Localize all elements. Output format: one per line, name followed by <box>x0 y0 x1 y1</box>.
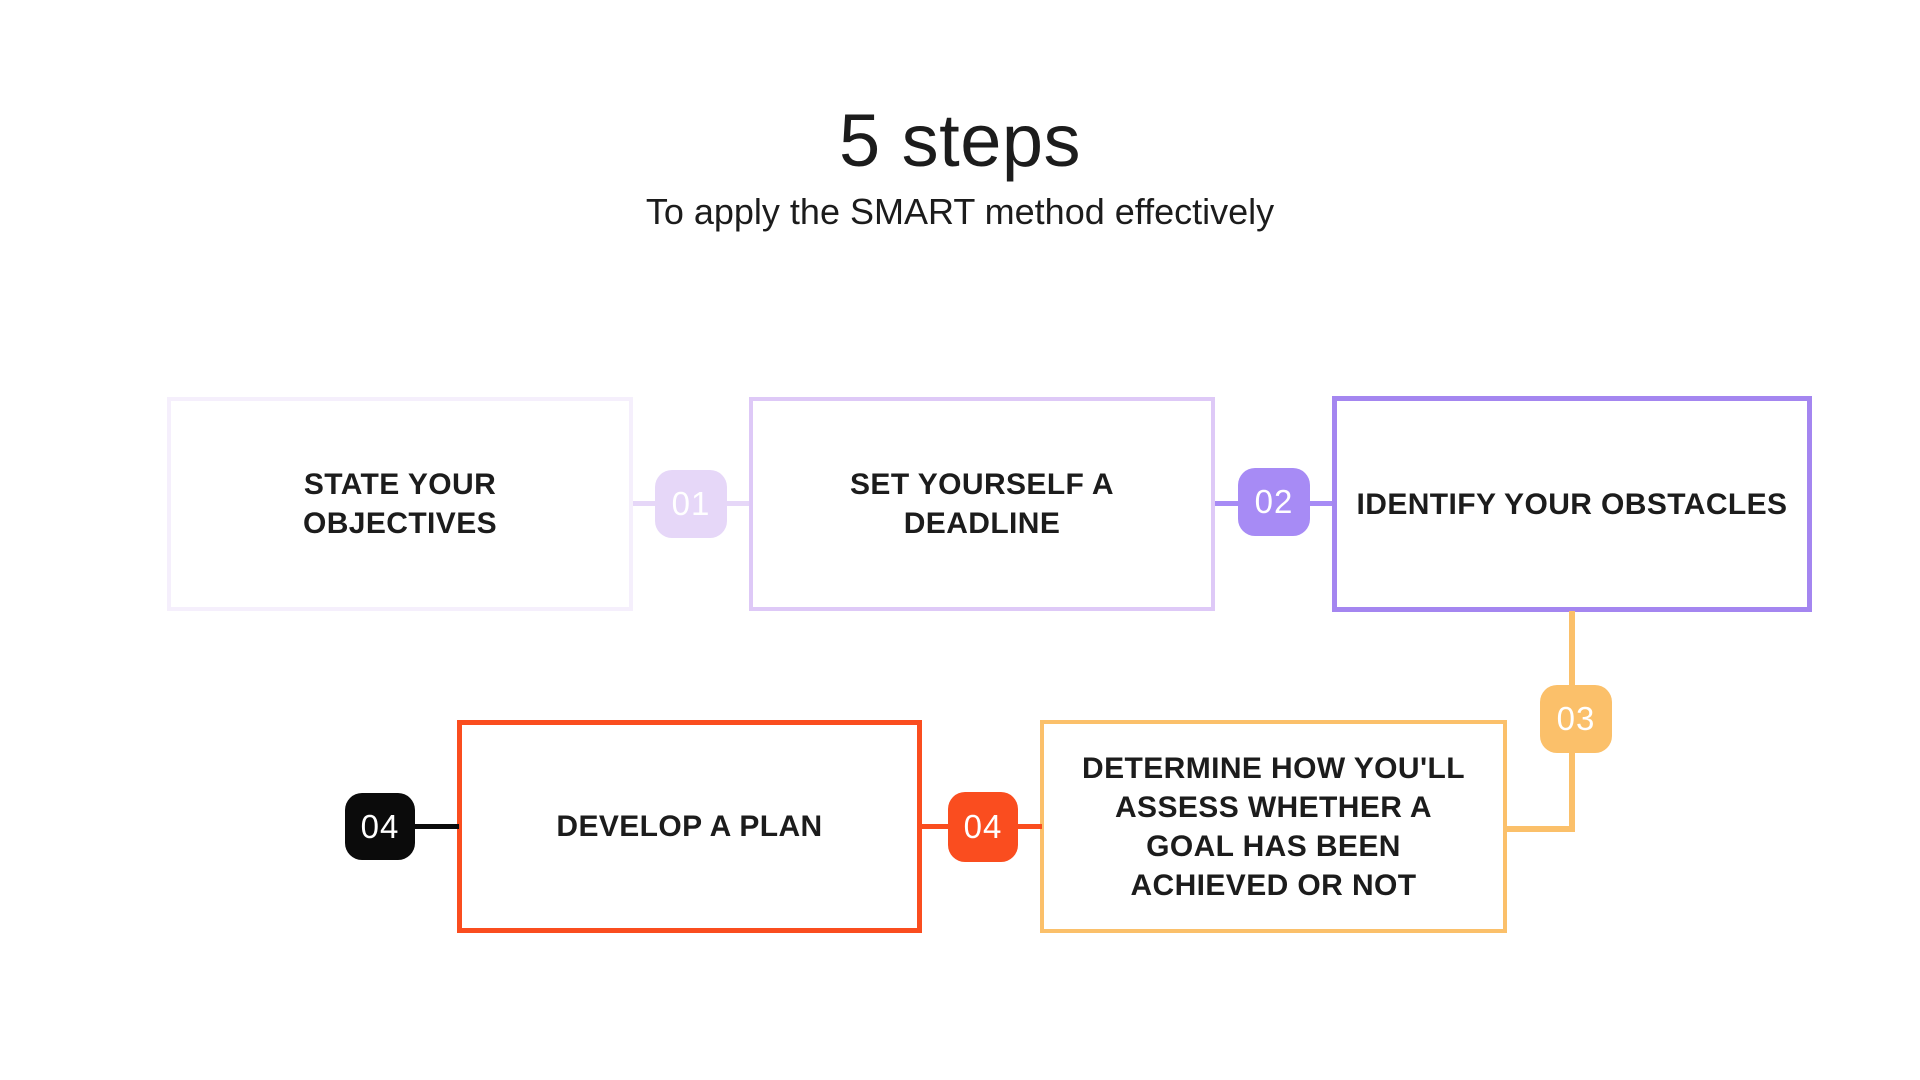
step-box-determine-assessment: DETERMINE HOW YOU'LL ASSESS WHETHER A GO… <box>1040 720 1507 933</box>
step-box-label: STATE YOUR OBJECTIVES <box>302 468 498 540</box>
step-box-label: DETERMINE HOW YOU'LL ASSESS WHETHER A GO… <box>1082 751 1465 902</box>
step-badge-01: 01 <box>655 470 727 538</box>
step-box-label: IDENTIFY YOUR OBSTACLES <box>1356 487 1788 521</box>
step-box-identify-obstacles: IDENTIFY YOUR OBSTACLES <box>1332 396 1812 612</box>
step-box-label: DEVELOP A PLAN <box>556 810 823 843</box>
connector-line-badge-to-determine <box>1015 824 1042 829</box>
step-box-state-objectives: STATE YOUR OBJECTIVES <box>167 397 633 611</box>
connector-line-step3-vertical-bottom <box>1569 751 1575 832</box>
step-badge-03: 03 <box>1540 685 1612 753</box>
step-badge-04-red: 04 <box>948 792 1018 862</box>
connector-line-step3-horizontal <box>1505 826 1575 832</box>
step-badge-04-black: 04 <box>345 793 415 860</box>
page-title: 5 steps <box>838 99 1082 182</box>
connector-line-step3-vertical-top <box>1569 611 1575 689</box>
step-box-set-deadline: SET YOURSELF A DEADLINE <box>749 397 1215 611</box>
step-badge-02: 02 <box>1238 468 1310 536</box>
step-box-label: SET YOURSELF A DEADLINE <box>850 468 1114 540</box>
connector-line-black-to-develop-plan <box>413 824 459 829</box>
connector-line-develop-plan-to-badge <box>920 824 950 829</box>
page-subtitle: To apply the SMART method effectively <box>645 191 1275 232</box>
step-box-develop-plan: DEVELOP A PLAN <box>457 720 922 933</box>
